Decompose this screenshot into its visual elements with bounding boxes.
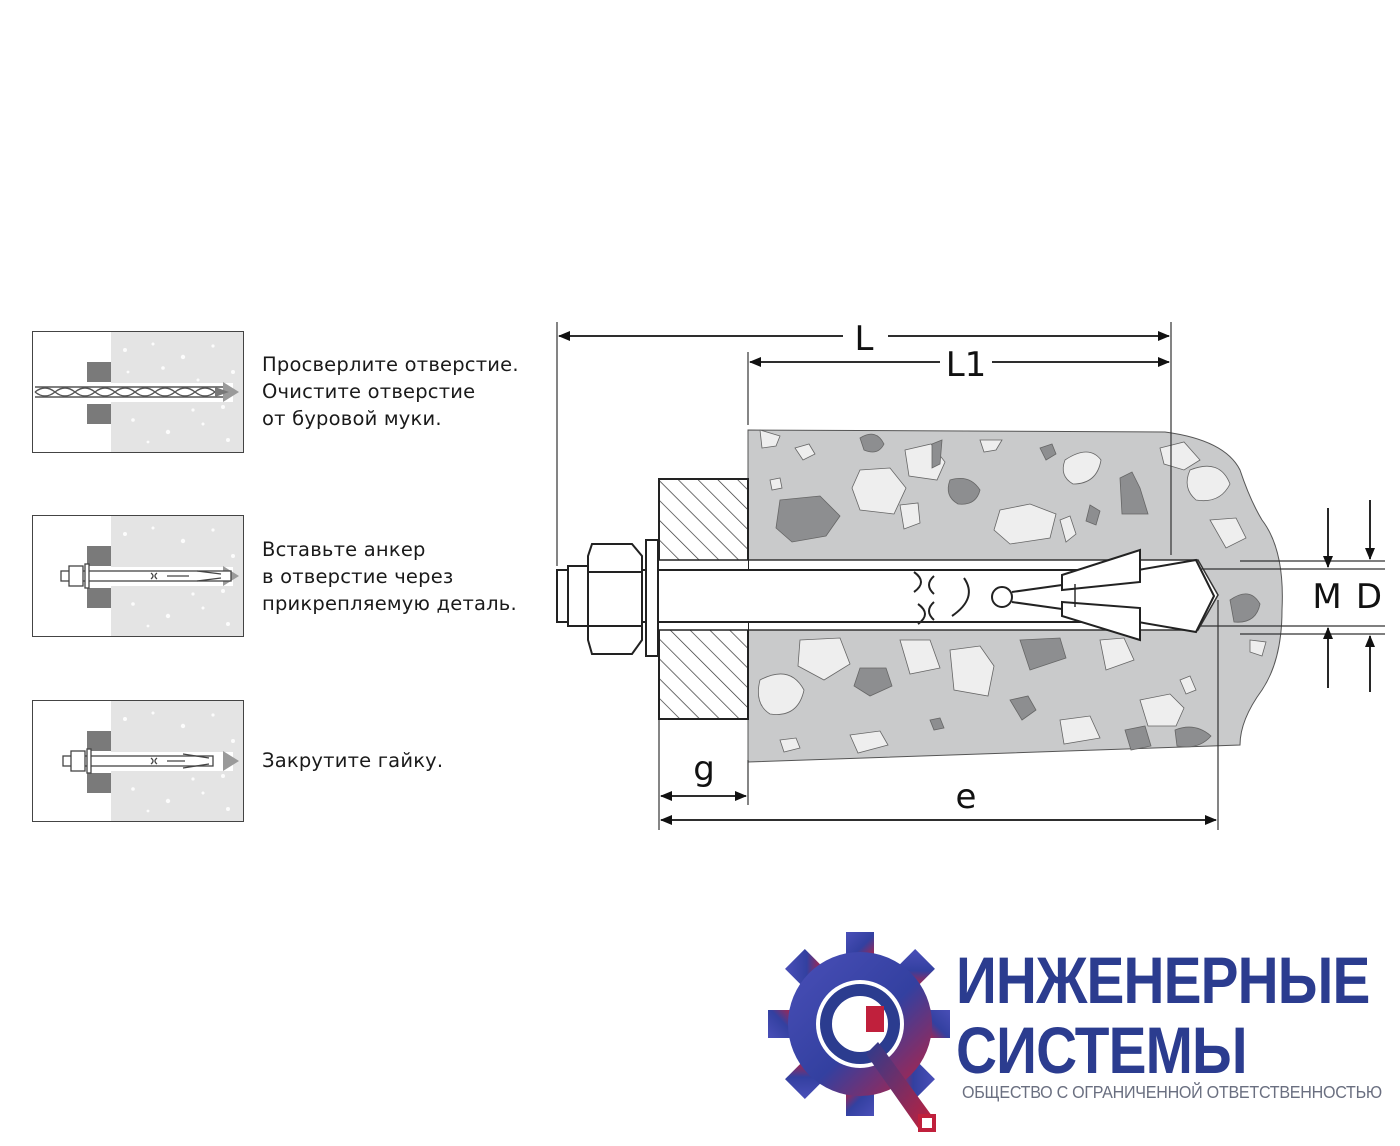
anchor-installation-drawing: L L1 g e M D xyxy=(556,319,1385,830)
dim-label-L1: L1 xyxy=(946,345,987,385)
step-2-text: Вставьте анкер в отверстие через прикреп… xyxy=(262,536,517,617)
concrete-aggregate xyxy=(757,429,1267,754)
company-logo: ИНЖЕНЕРНЫЕ СИСТЕМЫ ОБЩЕСТВО С ОГРАНИЧЕНН… xyxy=(760,912,1400,1146)
logo-subtitle: ОБЩЕСТВО С ОГРАНИЧЕННОЙ ОТВЕТСТВЕННОСТЬЮ xyxy=(962,1082,1382,1102)
anchor-bolt xyxy=(556,539,1216,657)
step-2-line-3: прикрепляемую деталь. xyxy=(262,592,517,615)
step-1-illustration xyxy=(32,331,244,453)
step-1-line-1: Просверлите отверстие. xyxy=(262,353,519,376)
dim-label-e: e xyxy=(956,777,977,817)
step-1-line-2: Очистите отверстие xyxy=(262,380,476,403)
dim-label-g: g xyxy=(693,749,715,789)
step-2-illustration xyxy=(32,515,244,637)
step-3-text: Закрутите гайку. xyxy=(262,747,443,774)
logo-title-line-1: ИНЖЕНЕРНЫЕ xyxy=(956,943,1370,1017)
step-1-text: Просверлите отверстие. Очистите отверсти… xyxy=(262,351,519,432)
dim-label-L: L xyxy=(855,319,874,359)
gear-wrench-icon xyxy=(768,932,950,1132)
step-1-line-3: от буровой муки. xyxy=(262,407,442,430)
dim-label-D: D xyxy=(1356,577,1382,617)
step-3-illustration xyxy=(32,700,244,822)
step-2-line-2: в отверстие через xyxy=(262,565,454,588)
step-2-line-1: Вставьте анкер xyxy=(262,538,426,561)
step-3-line-1: Закрутите гайку. xyxy=(262,749,444,772)
logo-title-line-2: СИСТЕМЫ xyxy=(956,1013,1248,1087)
dim-label-M: M xyxy=(1312,577,1341,617)
